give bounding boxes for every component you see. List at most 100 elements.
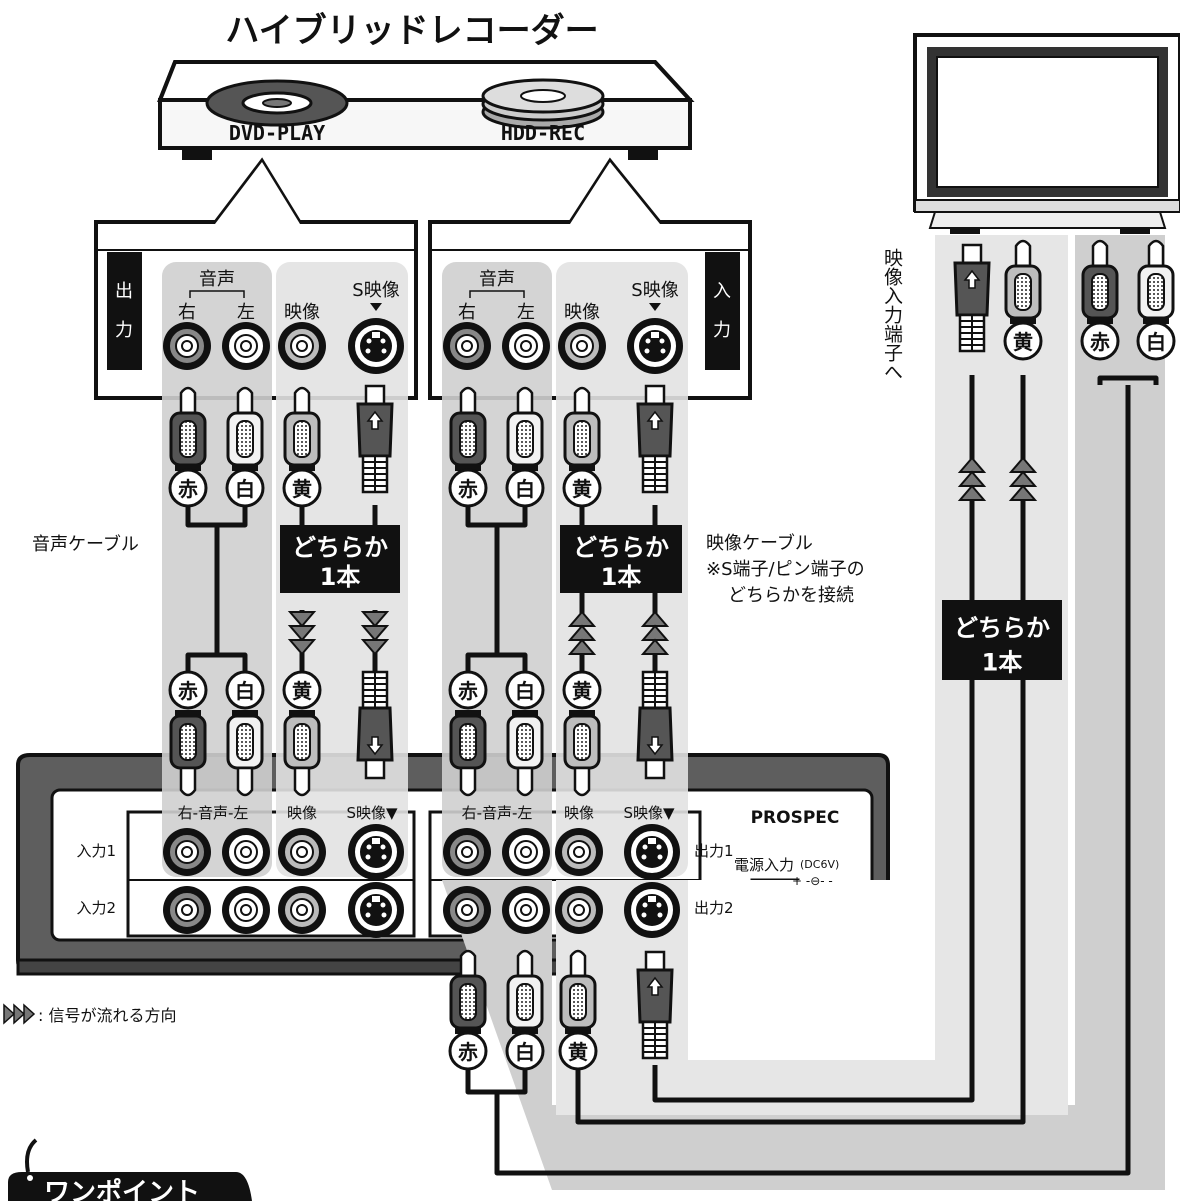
- plug-white-device-left: 白: [225, 670, 265, 797]
- plug-white-top-right: 白: [505, 386, 545, 508]
- svg-text:赤: 赤: [178, 477, 198, 501]
- input-audio-group-label: 音声: [479, 269, 515, 290]
- plug-svideo-device-right: [636, 670, 674, 780]
- legend-text: : 信号が流れる方向: [38, 1006, 176, 1025]
- svg-text:1本: 1本: [982, 648, 1023, 676]
- device-out1-red: [443, 828, 491, 876]
- brand-logo: PROSPEC: [751, 808, 840, 828]
- device-out1-yellow: [555, 828, 603, 876]
- plug-red-top-left: 赤: [168, 386, 208, 508]
- device-right-video: 映像: [564, 804, 594, 822]
- svg-text:赤: 赤: [458, 679, 478, 703]
- out-jack-white: [222, 322, 270, 370]
- arrow-video-tv: [1008, 456, 1038, 501]
- arrow-svideo-tv: [957, 456, 987, 501]
- input-side-label-2: 力: [713, 320, 731, 341]
- plug-red-device-out: 赤: [448, 949, 488, 1071]
- output-2-label: 出力2: [694, 899, 734, 917]
- output-1-label: 出力1: [694, 842, 734, 860]
- plug-yellow-top-right: 黄: [562, 386, 602, 508]
- plug-yellow-device-left: 黄: [282, 670, 322, 797]
- arrow-svideo-right: [640, 610, 670, 655]
- output-video-label: 映像: [284, 302, 320, 323]
- in-jack-yellow: [558, 322, 606, 370]
- device-right-s-video: S映像▼: [623, 804, 675, 822]
- output-s-video-label: S映像: [352, 280, 399, 301]
- out-jack-red: [163, 322, 211, 370]
- svg-text:黄: 黄: [568, 1040, 588, 1064]
- device-right-header: 右-音声-左: [462, 804, 533, 822]
- tv-input-label: 映像入力端子へ: [881, 248, 903, 381]
- plug-white-device-right: 白: [505, 670, 545, 797]
- audio-cable-label: 音声ケーブル: [32, 533, 139, 555]
- hdd-disk-icon: [481, 78, 605, 130]
- input-side-label-1: 入: [713, 281, 731, 302]
- one-point-badge: ワンポイント: [8, 1138, 252, 1201]
- device-in1-svideo: [348, 824, 404, 880]
- plug-svideo-top-right: [636, 384, 674, 494]
- output-audio-group-label: 音声: [199, 269, 235, 290]
- input-video-label: 映像: [564, 302, 600, 323]
- plug-yellow-device-right: 黄: [562, 670, 602, 797]
- svg-text:赤: 赤: [458, 477, 478, 501]
- polarity-label: + -⊖- -: [792, 874, 833, 888]
- out-jack-svideo: [348, 318, 404, 374]
- in-jack-svideo: [627, 318, 683, 374]
- audio-wire-bottom-left: [185, 652, 248, 675]
- television: [913, 33, 1180, 234]
- device-out2-red: [443, 886, 491, 934]
- signal-direction-legend: : 信号が流れる方向: [3, 1003, 176, 1025]
- device-out2-white: [502, 886, 550, 934]
- svg-text:どちらか: どちらか: [954, 614, 1050, 642]
- video-cable-note-2: どちらかを接続: [728, 585, 854, 606]
- svg-text:白: 白: [515, 1040, 535, 1064]
- svg-text:黄: 黄: [292, 477, 312, 501]
- tv-video-path-shade: [556, 235, 1068, 1115]
- svg-text:1本: 1本: [601, 563, 642, 591]
- plug-red-tv: 赤: [1080, 239, 1120, 361]
- hdd-rec-label: HDD-REC: [501, 121, 585, 145]
- input-right-label: 右: [458, 302, 476, 323]
- device-out1-white: [502, 828, 550, 876]
- jacks: [163, 318, 683, 938]
- arrow-video-right: [567, 610, 597, 655]
- tv-audio-wire-top: [1097, 375, 1159, 385]
- tv-path-gap: [688, 880, 935, 1060]
- plug-white-top-left: 白: [225, 386, 265, 508]
- device-in2-red: [163, 886, 211, 934]
- output-left-label: 左: [237, 302, 255, 323]
- power-input-label: 電源入力: [734, 856, 794, 874]
- audio-wire-bottom-right: [465, 652, 528, 675]
- input-s-video-label: S映像: [631, 280, 678, 301]
- device-in1-yellow: [278, 828, 326, 876]
- plug-svideo-top-left: [356, 384, 394, 494]
- in-jack-red: [443, 322, 491, 370]
- output-side-label-1: 出: [115, 281, 133, 302]
- one-point-text: ワンポイント: [44, 1177, 200, 1201]
- device-out1-svideo: [624, 824, 680, 880]
- plug-yellow-tv: 黄: [1003, 239, 1043, 361]
- power-spec-label: (DC6V): [800, 858, 839, 871]
- svg-text:白: 白: [235, 679, 255, 703]
- in-jack-white: [502, 322, 550, 370]
- svg-text:白: 白: [235, 477, 255, 501]
- input-1-label: 入力1: [76, 842, 116, 860]
- output-right-label: 右: [178, 302, 196, 323]
- device-left-header: 右-音声-左: [178, 804, 249, 822]
- plug-svideo-tv: [953, 243, 991, 353]
- device-labels: 右-音声-左 映像 S映像▼ 右-音声-左 映像 S映像▼ 入力1 入力2 出力…: [76, 804, 839, 917]
- svg-text:黄: 黄: [572, 477, 592, 501]
- input-2-label: 入力2: [76, 899, 116, 917]
- tv-audio-wire-run: [494, 385, 1131, 1176]
- hybrid-recorder: DVD-PLAY HDD-REC: [157, 60, 695, 160]
- svg-text:どちらか: どちらか: [573, 534, 669, 562]
- svg-text:赤: 赤: [1090, 330, 1110, 354]
- plug-yellow-top-left: 黄: [282, 386, 322, 508]
- plug-svideo-device-left: [356, 670, 394, 780]
- device-in2-white: [222, 886, 270, 934]
- dvd-play-label: DVD-PLAY: [229, 121, 325, 145]
- input-panel-labels: 入 力 音声 右 左 映像 S映像: [458, 269, 731, 341]
